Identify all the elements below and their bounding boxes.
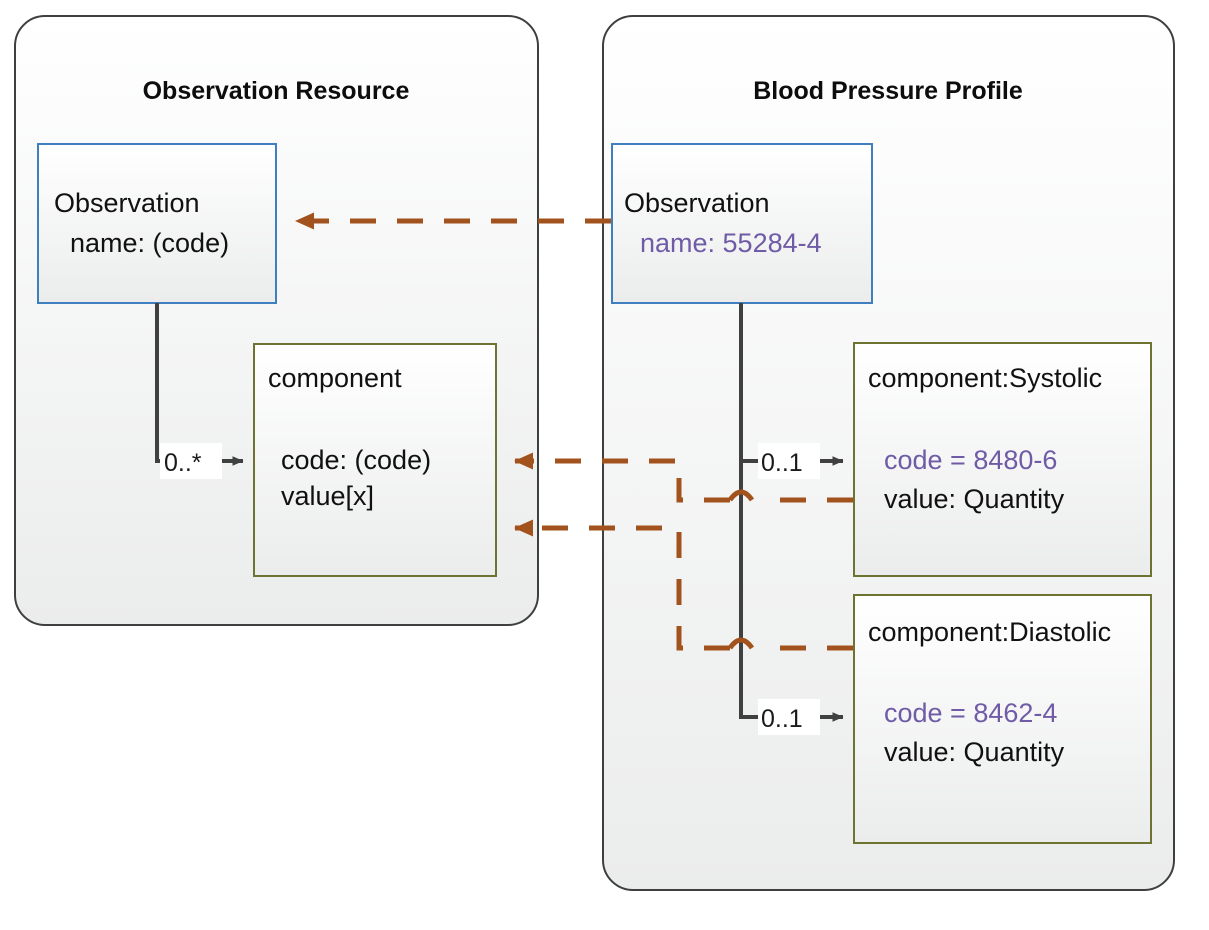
- class-box-component-base[interactable]: component code: (code) value[x]: [253, 343, 497, 577]
- class-attribute: value: Quantity: [884, 737, 1065, 767]
- class-attribute: code = 8462-4: [884, 698, 1057, 728]
- class-name-label: component:Diastolic: [868, 617, 1111, 647]
- multiplicity-label: 0..*: [164, 449, 202, 477]
- class-box-frame: [611, 143, 873, 304]
- panel-title: Blood Pressure Profile: [753, 77, 1023, 105]
- class-name-label: component:Systolic: [868, 363, 1102, 393]
- class-name-label: component: [268, 363, 402, 393]
- class-box-observation-bp[interactable]: Observation name: 55284-4: [611, 143, 873, 304]
- association-observation-component: 0..*: [155, 303, 244, 479]
- class-attribute: code = 8480-6: [884, 445, 1057, 475]
- class-box-frame: [853, 342, 1152, 577]
- multiplicity-backdrop: [758, 699, 820, 735]
- class-box-component-diastolic[interactable]: component:Diastolic code = 8462-4 value:…: [853, 594, 1152, 844]
- class-attribute: code: (code): [281, 445, 431, 475]
- class-attribute: name: 55284-4: [640, 228, 822, 258]
- dependency-line-segment: [514, 452, 730, 503]
- multiplicity-backdrop: [758, 443, 820, 479]
- class-box-frame: [37, 143, 277, 304]
- multiplicity-label: 0..1: [761, 449, 803, 477]
- panel-blood-pressure-profile: Blood Pressure Profile Observation name:…: [602, 15, 1175, 891]
- panel-title: Observation Resource: [143, 77, 410, 105]
- dependency-line-segment: [514, 519, 730, 651]
- class-box-observation-base[interactable]: Observation name: (code): [37, 143, 277, 304]
- class-box-component-systolic[interactable]: component:Systolic code = 8480-6 value: …: [853, 342, 1152, 577]
- line-jump-arc: [727, 489, 755, 502]
- multiplicity-backdrop: [160, 443, 222, 479]
- class-attribute: name: (code): [70, 228, 229, 258]
- class-name-label: Observation: [624, 188, 770, 218]
- class-box-frame: [253, 343, 497, 577]
- class-attribute: value: Quantity: [884, 484, 1065, 514]
- association-observation-components: 0..1 0..1: [739, 303, 844, 735]
- class-attribute: value[x]: [281, 481, 374, 511]
- multiplicity-label: 0..1: [761, 705, 803, 733]
- panel-observation-resource: Observation Resource Observation name: (…: [14, 15, 539, 626]
- dependency-systolic: [514, 452, 853, 503]
- line-jump-arc: [727, 637, 755, 650]
- class-name-label: Observation: [54, 188, 200, 218]
- dependency-diastolic: [514, 519, 853, 651]
- class-box-frame: [853, 594, 1152, 844]
